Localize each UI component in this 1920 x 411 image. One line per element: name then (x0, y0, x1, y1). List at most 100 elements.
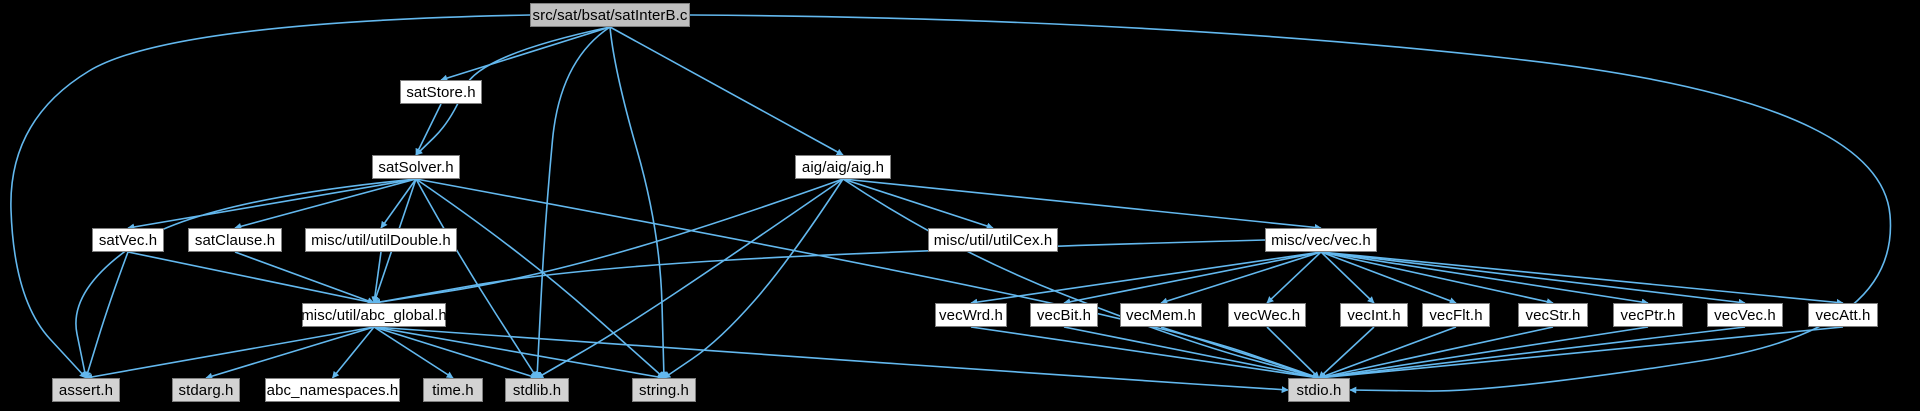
node-label: vecWrd.h (939, 306, 1003, 324)
edge-vec-to-vecMem (1160, 251, 1322, 305)
edge-aig-to-utilCex (842, 178, 994, 230)
node-vecInt[interactable]: vecInt.h (1340, 303, 1408, 327)
edge-vecFlt-to-stdio (1318, 326, 1457, 380)
node-label: vecBit.h (1036, 306, 1092, 324)
node-label: vecVec.h (1714, 306, 1776, 324)
node-utilDouble[interactable]: misc/util/utilDouble.h (305, 228, 457, 252)
node-vecFlt[interactable]: vecFlt.h (1422, 303, 1490, 327)
node-vecPtr[interactable]: vecPtr.h (1613, 303, 1683, 327)
node-label: vecWec.h (1233, 306, 1301, 324)
node-label: string.h (639, 381, 689, 399)
node-utilCex[interactable]: misc/util/utilCex.h (928, 228, 1058, 252)
edge-satClause-to-abcglobal (234, 251, 375, 305)
edge-satSolver-to-stdio (415, 178, 1320, 380)
edge-root-to-stdlib (533, 26, 611, 379)
edge-aig-to-stdlib (536, 178, 844, 379)
node-label: vecFlt.h (1429, 306, 1483, 324)
node-label: vecInt.h (1347, 306, 1401, 324)
node-abcns[interactable]: abc_namespaces.h (265, 378, 400, 402)
edge-satSolver-to-satClause (234, 178, 417, 230)
node-label: vecPtr.h (1620, 306, 1676, 324)
edge-vecStr-to-stdio (1318, 326, 1554, 381)
node-label: vecAtt.h (1815, 306, 1871, 324)
node-satStore[interactable]: satStore.h (400, 80, 482, 104)
edge-vecAtt-to-stdio (1318, 326, 1844, 381)
node-abcglobal[interactable]: misc/util/abc_global.h (301, 303, 447, 327)
edge-vecVec-to-stdio (1318, 326, 1746, 381)
edge-satSolver-to-satVec (127, 178, 417, 231)
node-label: misc/util/abc_global.h (301, 306, 447, 324)
node-stdio[interactable]: stdio.h (1288, 378, 1350, 402)
node-label: assert.h (58, 381, 114, 399)
node-label: misc/util/utilCex.h (933, 231, 1053, 249)
edge-abcglobal-to-assert (85, 326, 375, 381)
node-label: aig/aig/aig.h (801, 158, 885, 176)
node-label: abc_namespaces.h (266, 381, 399, 399)
node-vecAtt[interactable]: vecAtt.h (1808, 303, 1878, 327)
node-assert[interactable]: assert.h (52, 378, 120, 402)
node-label: stdio.h (1296, 381, 1342, 399)
edge-satSolver-to-stdlib (415, 178, 538, 379)
edge-abcglobal-to-string (373, 326, 665, 381)
node-vecStr[interactable]: vecStr.h (1518, 303, 1588, 327)
node-label: vecMem.h (1126, 306, 1196, 324)
edge-vecMem-to-stdio (1160, 326, 1320, 380)
node-vec[interactable]: misc/vec/vec.h (1265, 228, 1377, 252)
edge-vec-to-vecStr (1320, 251, 1554, 306)
edge-vec-to-vecVec (1320, 251, 1746, 306)
node-vecVec[interactable]: vecVec.h (1707, 303, 1783, 327)
edge-abcglobal-to-stdarg (205, 326, 375, 380)
node-time[interactable]: time.h (423, 378, 483, 402)
node-stdlib[interactable]: stdlib.h (505, 378, 569, 402)
node-label: satClause.h (194, 231, 276, 249)
node-label: time.h (432, 381, 474, 399)
edge-aig-to-stdio (842, 178, 1320, 380)
node-vecBit[interactable]: vecBit.h (1030, 303, 1098, 327)
edge-vec-to-vecWec (1266, 251, 1322, 304)
node-satSolver[interactable]: satSolver.h (372, 155, 460, 179)
node-label: satStore.h (406, 83, 476, 101)
edge-root-to-string (609, 26, 668, 379)
edge-vec-to-abcglobal (373, 239, 1266, 306)
edge-satVec-to-assert (84, 251, 129, 379)
edge-satSolver-to-assert (75, 178, 417, 379)
edge-vecWrd-to-stdio (970, 326, 1320, 381)
node-label: stdarg.h (178, 381, 234, 399)
edge-vecPtr-to-stdio (1318, 326, 1649, 381)
edge-vec-to-vecWrd (970, 251, 1322, 306)
node-label: stdlib.h (512, 381, 562, 399)
edge-utilDouble-to-abcglobal (371, 251, 382, 304)
edge-abcglobal-to-stdlib (373, 326, 538, 380)
node-satVec[interactable]: satVec.h (92, 228, 164, 252)
node-label: misc/util/utilDouble.h (311, 231, 451, 249)
node-label: satVec.h (98, 231, 158, 249)
edge-root-to-aig (609, 26, 844, 156)
node-vecWec[interactable]: vecWec.h (1228, 303, 1306, 327)
edge-vec-to-vecInt (1320, 251, 1375, 304)
edge-root-to-satStore (440, 26, 611, 82)
node-label: vecStr.h (1525, 306, 1581, 324)
node-aig[interactable]: aig/aig/aig.h (795, 155, 891, 179)
edge-vec-to-vecBit (1063, 251, 1322, 306)
edge-abcglobal-to-time (373, 326, 454, 379)
node-root[interactable]: src/sat/bsat/satInterB.c (530, 3, 690, 27)
edge-aig-to-string (663, 178, 844, 379)
node-vecWrd[interactable]: vecWrd.h (935, 303, 1007, 327)
node-vecMem[interactable]: vecMem.h (1120, 303, 1202, 327)
edge-satStore-to-satSolver (415, 103, 442, 156)
node-string[interactable]: string.h (632, 378, 696, 402)
edge-vec-to-vecPtr (1320, 251, 1649, 306)
edge-abcglobal-to-abcns (331, 326, 375, 379)
edge-vecWec-to-stdio (1266, 326, 1320, 379)
edge-vec-to-vecFlt (1320, 251, 1457, 305)
edge-vecBit-to-stdio (1063, 326, 1320, 381)
edge-root-to-assert (10, 14, 531, 379)
edge-aig-to-vec (842, 178, 1322, 231)
node-label: src/sat/bsat/satInterB.c (532, 6, 688, 24)
edge-root-to-stdio (689, 14, 1892, 394)
node-satClause[interactable]: satClause.h (188, 228, 282, 252)
node-stdarg[interactable]: stdarg.h (172, 378, 240, 402)
node-label: satSolver.h (378, 158, 454, 176)
